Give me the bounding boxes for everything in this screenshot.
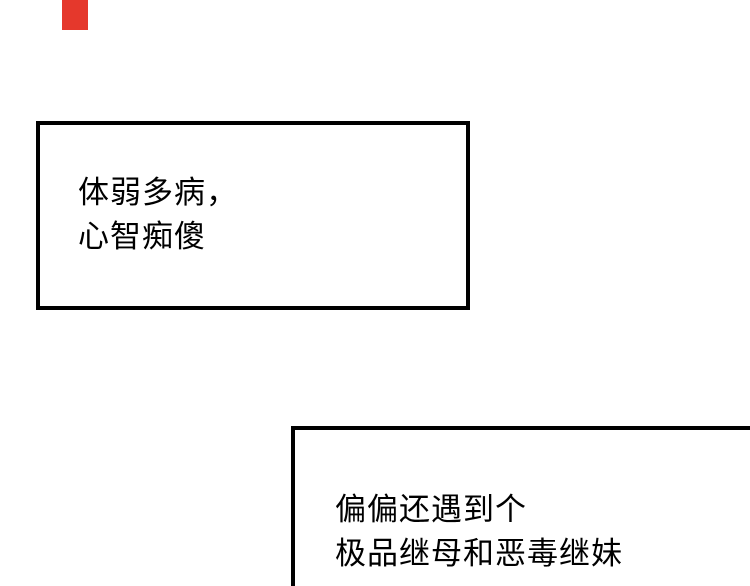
caption-box-stepfamily: 偏偏还遇到个 极品继母和恶毒继妹	[291, 426, 750, 586]
red-corner-mark	[62, 0, 88, 30]
caption-box-sickly: 体弱多病， 心智痴傻	[36, 121, 470, 310]
caption-text: 偏偏还遇到个 极品继母和恶毒继妹	[295, 430, 750, 576]
caption-line: 心智痴傻	[78, 219, 206, 254]
caption-line: 体弱多病，	[78, 175, 238, 210]
caption-line: 偏偏还遇到个	[335, 492, 527, 527]
caption-text: 体弱多病， 心智痴傻	[40, 125, 466, 259]
caption-line: 极品继母和恶毒继妹	[335, 536, 623, 571]
